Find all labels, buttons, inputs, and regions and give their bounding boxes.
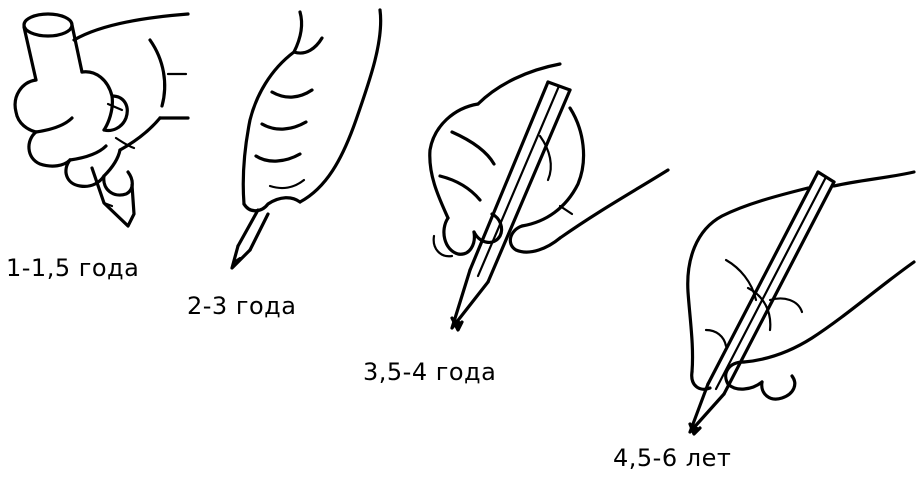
four-finger-grip-hand <box>430 64 668 330</box>
stage-label-2: 2-3 года <box>187 292 296 320</box>
pencil-4 <box>690 172 834 434</box>
pronated-grip-hand <box>232 10 381 268</box>
tripod-grip-hand <box>688 172 914 434</box>
pencil-3 <box>452 82 570 330</box>
stage-label-4: 4,5-6 лет <box>613 444 731 472</box>
fist-grip-hand <box>15 14 188 226</box>
stage-label-3: 3,5-4 года <box>363 358 496 386</box>
pencil-2 <box>232 210 268 268</box>
stage-label-1: 1-1,5 года <box>6 254 139 282</box>
